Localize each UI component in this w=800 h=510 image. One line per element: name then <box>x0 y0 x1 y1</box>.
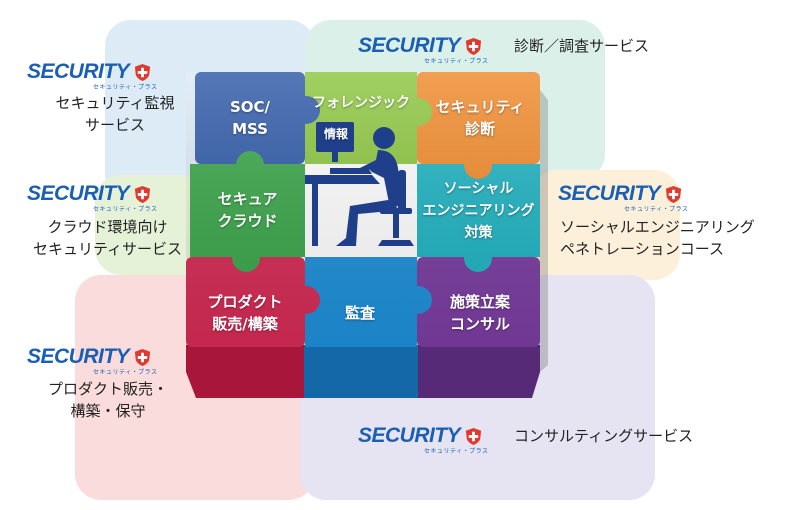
logo-sub: セキュリティ・プラス <box>93 369 158 376</box>
shield-plus-icon <box>466 427 482 445</box>
logo-top-right: SECURITY セキュリティ・プラス <box>358 34 489 65</box>
logo-word: SECURITY <box>558 182 661 205</box>
label-consult: 施策立案 コンサル <box>449 293 510 333</box>
shield-plus-icon <box>666 185 682 203</box>
logo-word: SECURITY <box>358 424 461 447</box>
label-soc: SOC/ MSS <box>229 98 271 138</box>
shield-plus-icon <box>135 348 151 366</box>
label-product: プロダクト 販売/構築 <box>207 293 283 333</box>
logo-sub: セキュリティ・プラス <box>93 206 158 213</box>
logo-sub: セキュリティ・プラス <box>624 206 689 213</box>
person-at-desk-icon <box>305 122 414 246</box>
shield-plus-icon <box>135 63 151 81</box>
logo-top-left: SECURITY セキュリティ・プラス <box>27 60 158 91</box>
label-audit: 監査 <box>344 304 375 322</box>
label-cloud-service: クラウド環境向け セキュリティサービス <box>32 218 183 258</box>
logo-word: SECURITY <box>27 60 130 83</box>
puzzle-side-product <box>186 345 304 398</box>
logo-word: SECURITY <box>27 182 130 205</box>
monitor-label: 情報 <box>323 127 348 141</box>
logo-word: SECURITY <box>358 34 461 57</box>
shield-plus-icon <box>135 185 151 203</box>
tile-social <box>530 170 680 280</box>
logo-word: SECURITY <box>27 345 130 368</box>
logo-mid-left: SECURITY セキュリティ・プラス <box>27 182 158 213</box>
label-social: ソーシャル エンジニアリング 対策 <box>422 181 535 241</box>
label-cloud: セキュア クラウド <box>217 190 278 230</box>
logo-bottom-left: SECURITY セキュリティ・プラス <box>27 345 158 376</box>
label-social-course: ソーシャルエンジニアリング ペネトレーションコース <box>560 218 755 258</box>
puzzle-side-right <box>540 90 548 372</box>
puzzle-side-audit <box>304 345 418 398</box>
logo-sub: セキュリティ・プラス <box>424 448 489 455</box>
label-diagnosis-service: 診断／調査サービス <box>514 37 650 55</box>
label-monitoring-service: セキュリティ監視 サービス <box>55 94 175 134</box>
label-diagnosis: セキュリティ 診断 <box>435 98 525 138</box>
label-product-service: プロダクト販売・ 構築・保守 <box>47 380 168 420</box>
logo-mid-right: SECURITY セキュリティ・プラス <box>558 182 689 213</box>
logo-sub: セキュリティ・プラス <box>93 84 158 91</box>
shield-plus-icon <box>466 37 482 55</box>
logo-sub: セキュリティ・プラス <box>424 58 489 65</box>
label-consulting-service: コンサルティングサービス <box>514 427 694 445</box>
puzzle-side-consult <box>418 345 540 398</box>
label-forensic: フォレンジック <box>312 95 410 111</box>
logo-bottom-right: SECURITY セキュリティ・プラス <box>358 424 489 455</box>
